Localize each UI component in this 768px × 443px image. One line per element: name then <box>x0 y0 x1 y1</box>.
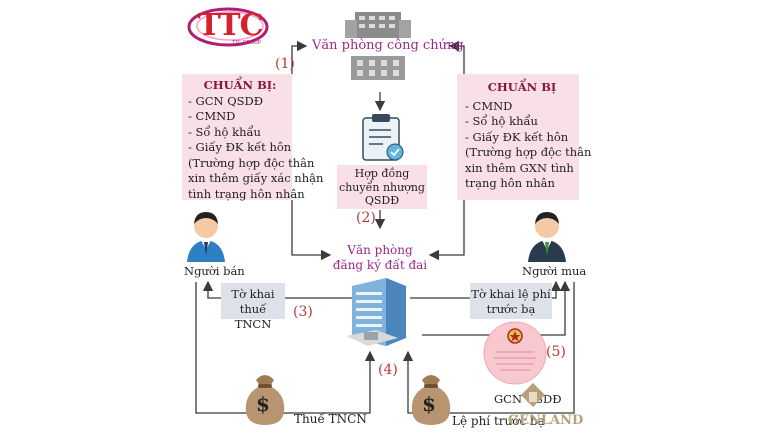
step-3-label: (3) <box>293 304 313 320</box>
arrow-seller-to-notary <box>291 40 308 74</box>
arrow-buyer-fee-payment <box>402 282 575 414</box>
buyer-prep-line: (Trường hợp độc thân <box>465 145 592 159</box>
buyer-prep-line: - CMND <box>465 98 513 113</box>
logo-text: TTC <box>198 8 263 43</box>
land-office-line: đăng ký đất đai <box>332 258 428 272</box>
buyer-prep-line: trạng hôn nhân <box>465 176 555 190</box>
buyer-prep-line: - Sổ hộ khẩu <box>465 114 538 128</box>
seller-prep-line: xin thêm giấy xác nhận <box>188 171 324 185</box>
step-2-label: (2) <box>356 210 376 226</box>
buyer-prep-title: CHUẨN BỊ <box>487 80 557 94</box>
arrow-buyer-box-to-land-office <box>428 200 465 261</box>
arrow-land-office-to-seller <box>202 280 352 299</box>
money-bag-icon <box>411 375 451 425</box>
notary-building-base-icon <box>351 56 405 80</box>
arrow-certificate-to-buyer <box>422 280 571 336</box>
income-tax-label: Thuế TNCN <box>294 412 367 426</box>
contract-box: Hợp đồng chuyển nhượng QSDĐ <box>337 165 427 209</box>
notary-building-icon <box>345 12 411 38</box>
buyer-label: Người mua <box>522 264 587 278</box>
buyer-prep-box: CHUẨN BỊ - CMND - Sổ hộ khẩu - Giấy ĐK k… <box>457 74 592 200</box>
seller-avatar-icon <box>187 212 225 262</box>
fee-form-box: Tờ khai lệ phí trước bạ <box>470 283 552 319</box>
genland-watermark: GENLAND <box>508 413 584 428</box>
arrow-seller-box-to-land-office <box>291 200 332 261</box>
arrow-buyer-to-notary <box>448 40 465 74</box>
seller-prep-title: CHUẨN BỊ: <box>203 78 277 92</box>
buyer-avatar-icon <box>528 212 566 262</box>
contract-line: QSDĐ <box>364 194 400 207</box>
land-office-building-icon <box>346 278 406 346</box>
money-bag-icon <box>245 375 285 425</box>
money-bag-symbol: $ <box>256 392 270 416</box>
buyer-prep-line: - Giấy ĐK kết hôn <box>465 129 569 144</box>
tax-form-line: thuế TNCN <box>234 302 272 331</box>
genland-logo-icon <box>521 383 545 407</box>
logo-swoosh <box>187 7 269 47</box>
contract-line: chuyển nhượng <box>339 180 425 194</box>
money-bag-symbol: $ <box>422 392 436 416</box>
arrow-land-office-to-buyer <box>410 280 562 299</box>
seller-prep-line: tình trạng hôn nhân <box>188 186 305 201</box>
notary-office-label: Văn phòng công chứng <box>312 38 464 53</box>
contract-line: Hợp đồng <box>354 167 410 180</box>
registration-fee-label: Lệ phí trước bạ <box>452 414 545 428</box>
ttc-logo: TTC TTC GROUP <box>186 4 272 50</box>
land-office-line: Văn phòng <box>347 243 413 257</box>
seller-prep-line: - Giấy ĐK kết hôn <box>188 140 292 154</box>
contract-document-icon <box>362 114 404 161</box>
seller-prep-line: (Trường hợp độc thân <box>188 155 315 170</box>
seller-prep-line: - GCN QSDĐ <box>188 93 264 108</box>
seller-label: Người bán <box>184 264 245 278</box>
fee-form-line: trước bạ <box>486 302 536 316</box>
tax-form-box: Tờ khai thuế TNCN <box>221 283 285 331</box>
step-4-label: (4) <box>378 362 398 378</box>
tax-form-line: Tờ khai <box>231 287 275 301</box>
step-1-label: (1) <box>275 56 295 72</box>
logo-subtext: TTC GROUP <box>232 40 261 46</box>
seller-prep-line: - Sổ hộ khẩu <box>188 124 261 139</box>
buyer-prep-line: xin thêm GXN tình <box>465 160 574 175</box>
certificate-icon <box>483 321 547 385</box>
fee-form-line: Tờ khai lệ phí <box>471 287 551 301</box>
seller-prep-box: CHUẨN BỊ: - GCN QSDĐ - CMND - Sổ hộ khẩu… <box>182 74 324 201</box>
step-5-label: (5) <box>546 344 566 360</box>
land-office-label: Văn phòng đăng ký đất đai <box>330 243 430 273</box>
seller-prep-line: - CMND <box>188 109 236 123</box>
